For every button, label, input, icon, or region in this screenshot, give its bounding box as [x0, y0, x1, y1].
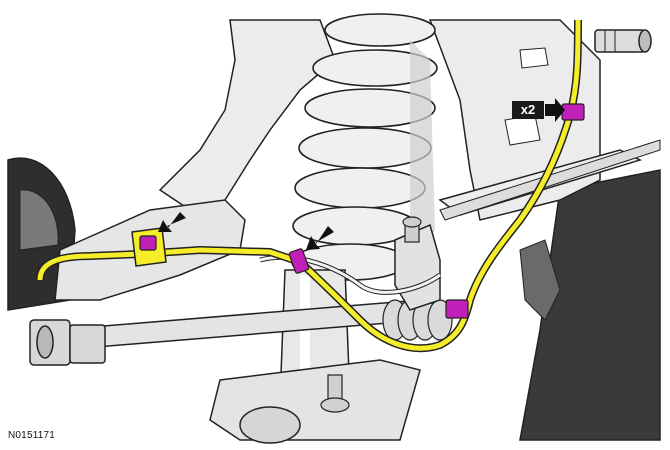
lower-bolt	[320, 374, 350, 413]
hose-clip-mid	[288, 248, 310, 274]
coil-spring	[291, 13, 438, 281]
figure-id-label: N0151171	[8, 430, 56, 441]
quantity-callout: x2	[512, 101, 544, 119]
body-slot	[504, 114, 541, 146]
tie-rod-end	[29, 319, 106, 366]
arrow-bracket-clip	[158, 212, 186, 232]
arrow-hose-clip	[306, 226, 334, 250]
bracket-bolt	[402, 216, 422, 243]
stabilizer-link-lower	[439, 139, 661, 221]
arrow-x2-clip	[545, 98, 565, 122]
brake-hose-core	[37, 19, 581, 351]
hose-clip-lower	[445, 299, 469, 319]
body-slot-upper	[519, 47, 549, 69]
dark-panel-edge	[519, 239, 561, 321]
strut-highlight	[300, 275, 310, 395]
top-stud	[594, 29, 652, 53]
wheel-hub	[239, 406, 301, 444]
spring-shadow	[410, 40, 435, 275]
wheel-rim	[19, 189, 59, 251]
hose-clip-upper	[561, 103, 585, 121]
hose-clip-left	[139, 235, 157, 251]
